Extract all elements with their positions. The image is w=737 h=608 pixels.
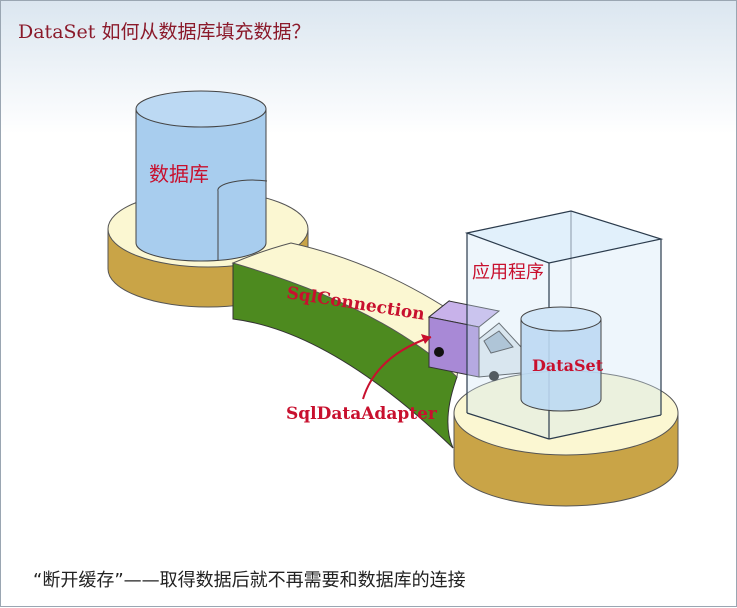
connection-bridge (231, 242, 464, 449)
application-platform (453, 370, 679, 507)
dataset-label: DataSet (532, 356, 604, 375)
sqldataadapter-label: SqlDataAdapter (286, 404, 438, 424)
adapter-arrow (362, 334, 432, 400)
database-cylinder (135, 90, 268, 262)
slide-title: DataSet 如何从数据库填充数据？ (18, 21, 311, 43)
dataset-cylinder (520, 306, 602, 412)
caption: “断开缓存”——取得数据后就不再需要和数据库的连接 (33, 570, 466, 591)
application-label: 应用程序 (472, 262, 544, 283)
database-label: 数据库 (149, 162, 209, 186)
